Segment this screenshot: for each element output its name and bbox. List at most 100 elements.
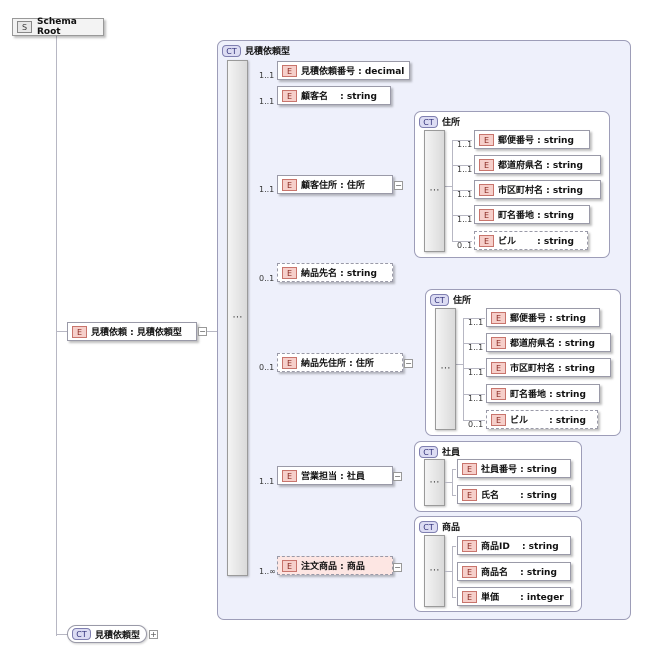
complex-type-badge-icon: CT (430, 293, 449, 306)
complex-type-title: CT 社員 (419, 445, 460, 458)
complex-type-badge-icon: CT (72, 628, 91, 640)
complex-type-node-mitsumori-irai-gata[interactable]: CT 見積依頼型 (67, 625, 147, 643)
element-badge-icon: E (462, 565, 477, 578)
cardinality-label: 1..∞ (259, 567, 276, 576)
sequence-compositor[interactable]: ⋯ (424, 130, 445, 252)
complex-type-badge-icon: CT (419, 445, 438, 458)
element-label: 都道府県名 : string (498, 161, 583, 171)
element-label: 顧客名 : string (301, 92, 377, 102)
element-todoufuken-mei[interactable]: E 都道府県名 : string (474, 155, 601, 174)
element-shouhin-mei[interactable]: E 商品名 : string (457, 562, 571, 581)
sequence-compositor-icon: ⋯ (429, 565, 440, 576)
element-badge-icon: E (479, 208, 494, 221)
connector (452, 140, 472, 141)
element-chuumon-shouhin[interactable]: E 注文商品 : 商品 (277, 556, 393, 575)
collapse-icon[interactable]: − (394, 181, 403, 190)
complex-type-title: CT 住所 (430, 293, 471, 306)
connector (463, 343, 485, 344)
sequence-compositor[interactable]: ⋯ (424, 535, 445, 607)
connector (463, 368, 485, 369)
collapse-icon[interactable]: − (198, 327, 207, 336)
element-badge-icon: E (491, 413, 506, 426)
element-biru[interactable]: E ビル : string (474, 231, 588, 250)
complex-type-title: CT 住所 (419, 115, 460, 128)
sequence-compositor[interactable]: ⋯ (227, 60, 248, 576)
element-badge-icon: E (479, 133, 494, 146)
element-label: ビル : string (510, 416, 586, 426)
connector (463, 420, 485, 421)
element-tanka[interactable]: E 単価 : integer (457, 587, 571, 606)
element-label: 注文商品 : 商品 (301, 562, 365, 572)
element-label: 納品先名 : string (301, 269, 377, 279)
element-label: 商品名 : string (481, 568, 557, 578)
expand-icon[interactable]: + (149, 630, 158, 639)
complex-type-badge-icon: CT (419, 115, 438, 128)
element-yuubin-bangou[interactable]: E 郵便番号 : string (486, 308, 600, 327)
connector (452, 190, 472, 191)
collapse-icon[interactable]: − (393, 563, 402, 572)
element-badge-icon: E (282, 559, 297, 572)
element-shimei[interactable]: E 氏名 : string (457, 485, 571, 504)
collapse-icon[interactable]: − (393, 472, 402, 481)
element-shouhin-id[interactable]: E 商品ID : string (457, 536, 571, 555)
root-vertical-line (56, 36, 57, 636)
collapse-icon[interactable]: − (404, 359, 413, 368)
connector (452, 241, 472, 242)
simple-badge-icon: S (17, 21, 32, 33)
element-nouhin-saki-jusho[interactable]: E 納品先住所 : 住所 (277, 353, 403, 372)
element-label: ビル : string (498, 237, 574, 247)
connector (56, 331, 68, 332)
cardinality-label: 0..1 (457, 241, 473, 250)
element-biru[interactable]: E ビル : string (486, 410, 598, 429)
schema-root-node[interactable]: S Schema Root (12, 17, 104, 37)
element-label: 町名番地 : string (510, 390, 586, 400)
element-badge-icon: E (462, 590, 477, 603)
element-todoufuken-mei[interactable]: E 都道府県名 : string (486, 333, 611, 352)
connector (205, 331, 227, 332)
element-mitsumori-irai[interactable]: E 見積依頼 : 見積依頼型 (67, 322, 197, 341)
element-choumei-banchi[interactable]: E 町名番地 : string (474, 205, 590, 224)
element-mitsumori-bangou[interactable]: E 見積依頼番号 : decimal (277, 61, 410, 80)
element-shikuchouson-mei[interactable]: E 市区町村名 : string (486, 358, 611, 377)
complex-type-name: 商品 (442, 523, 461, 533)
element-choumei-banchi[interactable]: E 町名番地 : string (486, 384, 600, 403)
element-shain-bangou[interactable]: E 社員番号 : string (457, 459, 571, 478)
element-badge-icon: E (491, 387, 506, 400)
complex-type-name: 住所 (453, 296, 472, 306)
complex-type-name: 見積依頼型 (245, 47, 291, 57)
sequence-compositor-icon: ⋯ (232, 312, 243, 323)
cardinality-label: 1..1 (457, 140, 473, 149)
element-kokyaku-mei[interactable]: E 顧客名 : string (277, 86, 391, 105)
cardinality-label: 1..1 (457, 165, 473, 174)
element-label: 見積依頼番号 : decimal (301, 67, 405, 77)
element-label: 町名番地 : string (498, 211, 574, 221)
sequence-compositor-icon: ⋯ (429, 185, 440, 196)
element-nouhin-saki-mei[interactable]: E 納品先名 : string (277, 263, 393, 282)
element-label: 氏名 : string (481, 491, 557, 501)
element-label: 都道府県名 : string (510, 339, 595, 349)
branch-vertical-line (463, 318, 464, 420)
complex-type-title: CT 商品 (419, 520, 460, 533)
sequence-compositor-icon: ⋯ (440, 363, 451, 374)
sequence-compositor-icon: ⋯ (429, 476, 440, 488)
element-kokyaku-jusho[interactable]: E 顧客住所 : 住所 (277, 175, 393, 194)
element-label: 単価 : integer (481, 593, 564, 603)
element-shikuchouson-mei[interactable]: E 市区町村名 : string (474, 180, 601, 199)
connector (445, 571, 453, 572)
sequence-compositor[interactable]: ⋯ (435, 308, 456, 430)
element-label: 納品先住所 : 住所 (301, 359, 374, 369)
cardinality-label: 1..1 (457, 190, 473, 199)
cardinality-label: 1..1 (259, 71, 275, 80)
element-badge-icon: E (462, 488, 477, 501)
element-badge-icon: E (282, 178, 297, 191)
connector (452, 215, 472, 216)
element-badge-icon: E (479, 183, 494, 196)
sequence-compositor[interactable]: ⋯ (424, 459, 445, 506)
element-yuubin-bangou[interactable]: E 郵便番号 : string (474, 130, 590, 149)
schema-root-label: Schema Root (37, 17, 77, 37)
element-badge-icon: E (282, 64, 297, 77)
complex-type-name: 社員 (442, 448, 461, 458)
element-badge-icon: E (479, 234, 494, 247)
cardinality-label: 1..1 (259, 185, 275, 194)
element-eigyou-tantou[interactable]: E 営業担当 : 社員 (277, 466, 393, 485)
